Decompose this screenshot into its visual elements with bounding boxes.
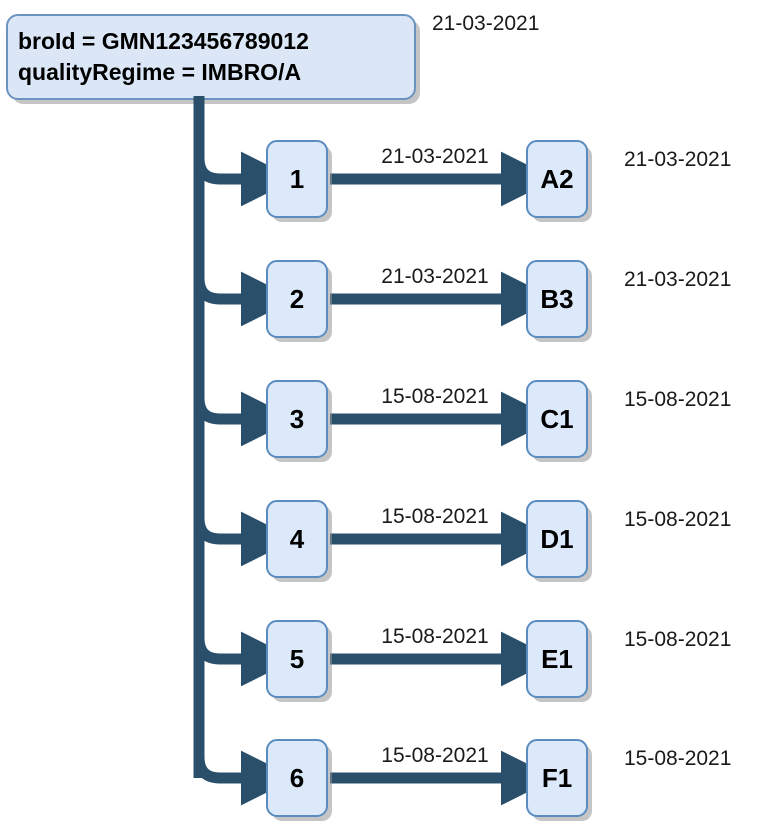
root-node-gmn: broId = GMN123456789012 qualityRegime = … xyxy=(6,14,416,100)
node-right-4-label: D1 xyxy=(540,523,574,554)
branch-arrow-6 xyxy=(193,750,296,806)
node-right-3[interactable]: C1 xyxy=(526,380,588,458)
node-left-1-label: 1 xyxy=(289,163,305,194)
node-left-6-label: 6 xyxy=(289,762,305,793)
node-left-1[interactable]: 1 xyxy=(266,140,328,218)
branch-arrow-3 xyxy=(193,391,296,447)
edge-label-3: 15-08-2021 xyxy=(381,385,489,408)
edge-label-6: 15-08-2021 xyxy=(381,744,489,767)
root-date-label: 21-03-2021 xyxy=(432,12,540,35)
right-date-2: 21-03-2021 xyxy=(624,268,732,291)
right-date-6: 15-08-2021 xyxy=(624,747,732,770)
node-right-5-label: E1 xyxy=(541,643,573,674)
edge-label-1: 21-03-2021 xyxy=(381,145,489,168)
edge-label-4: 15-08-2021 xyxy=(381,505,489,528)
right-date-4: 15-08-2021 xyxy=(624,508,732,531)
branch-arrow-1 xyxy=(193,151,296,207)
node-right-1-label: A2 xyxy=(540,163,574,194)
branch-arrow-4 xyxy=(193,511,296,567)
node-left-3[interactable]: 3 xyxy=(266,380,328,458)
right-date-1: 21-03-2021 xyxy=(624,148,732,171)
node-right-1[interactable]: A2 xyxy=(526,140,588,218)
edge-label-2: 21-03-2021 xyxy=(381,265,489,288)
branch-arrow-2 xyxy=(193,271,296,327)
root-qualityregime-text: qualityRegime = IMBRO/A xyxy=(18,59,302,85)
node-left-4-label: 4 xyxy=(289,523,305,554)
node-left-3-label: 3 xyxy=(289,403,305,434)
node-right-5[interactable]: E1 xyxy=(526,620,588,698)
node-left-5[interactable]: 5 xyxy=(266,620,328,698)
node-left-6[interactable]: 6 xyxy=(266,739,328,817)
node-right-3-label: C1 xyxy=(540,403,574,434)
branch-arrow-5 xyxy=(193,631,296,687)
right-date-3: 15-08-2021 xyxy=(624,388,732,411)
node-left-5-label: 5 xyxy=(289,643,305,674)
node-right-6-label: F1 xyxy=(541,762,573,793)
node-right-4[interactable]: D1 xyxy=(526,500,588,578)
node-right-6[interactable]: F1 xyxy=(526,739,588,817)
node-left-2-label: 2 xyxy=(289,283,305,314)
edge-label-5: 15-08-2021 xyxy=(381,625,489,648)
right-date-5: 15-08-2021 xyxy=(624,628,732,651)
root-broid-text: broId = GMN123456789012 xyxy=(18,28,309,54)
node-left-2[interactable]: 2 xyxy=(266,260,328,338)
node-right-2[interactable]: B3 xyxy=(526,260,588,338)
node-left-4[interactable]: 4 xyxy=(266,500,328,578)
node-right-2-label: B3 xyxy=(540,283,574,314)
